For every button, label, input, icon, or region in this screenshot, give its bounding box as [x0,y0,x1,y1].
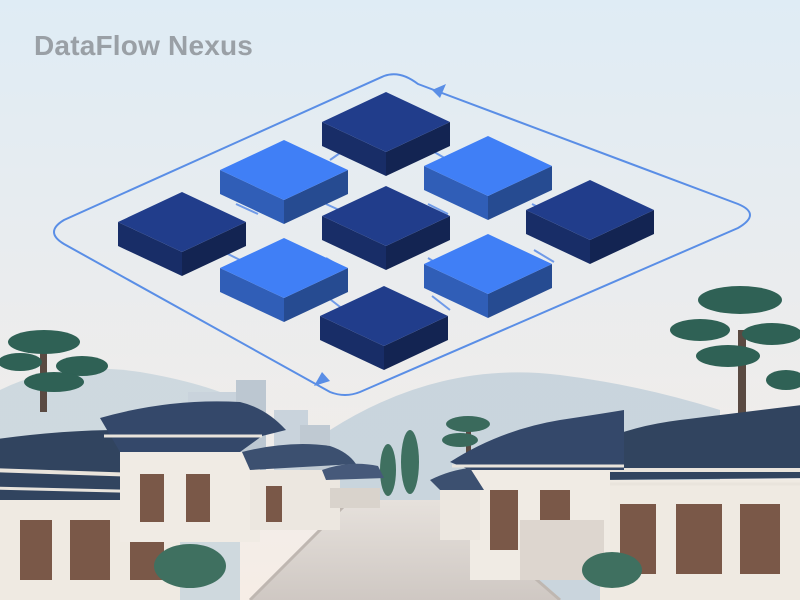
node-face-right [488,264,552,318]
cypress-trees [380,430,419,496]
node-block-5 [322,186,450,270]
brand-title: DataFlow Nexus [34,30,254,61]
node-face-left [424,264,488,318]
node-face-top [320,286,448,346]
node-face-left [526,210,590,264]
node-block-6 [526,180,654,264]
node-face-top [322,92,450,152]
node-face-right [386,122,450,176]
node-block-9 [320,286,448,370]
node-face-right [590,210,654,264]
loop-arrow-icon [53,73,751,396]
node-face-top [424,234,552,294]
node-face-left [424,166,488,220]
node-face-right [284,170,348,224]
node-face-top [118,192,246,252]
node-block-1 [322,92,450,176]
node-face-top [220,140,348,200]
node-face-left [118,222,182,276]
node-face-right [182,222,246,276]
node-face-right [284,268,348,322]
node-block-2 [220,140,348,224]
node-face-top [220,238,348,298]
pine-tree-left [0,330,108,412]
node-face-top [424,136,552,196]
node-block-8 [424,234,552,318]
node-face-left [322,216,386,270]
node-block-3 [424,136,552,220]
hanok-right-far [430,468,484,540]
hanok-right-mid [450,410,624,580]
node-face-left [220,268,284,322]
node-face-left [220,170,284,224]
node-face-right [386,216,450,270]
node-face-left [320,316,384,370]
shrub-right [582,552,642,588]
node-block-7 [220,238,348,322]
pine-tree-right [670,286,800,420]
loop-arrowheads [314,84,446,386]
node-face-top [322,186,450,246]
node-face-top [526,180,654,240]
node-face-left [322,122,386,176]
node-face-right [488,166,552,220]
node-face-right [384,316,448,370]
hanok-left-mid [100,401,286,542]
hanok-left-far [242,444,384,530]
node-grid [118,92,654,370]
shrub-left [154,544,226,588]
hanok-right-near [556,405,800,600]
node-block-4 [118,192,246,276]
